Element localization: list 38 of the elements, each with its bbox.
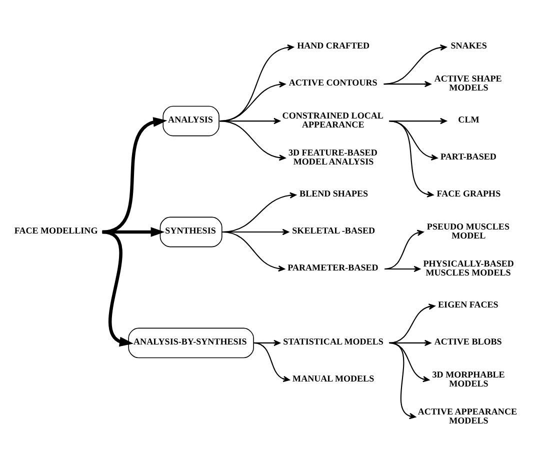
node-text: STATISTICAL MODELS <box>283 336 384 346</box>
node-text: PARAMETER-BASED <box>288 262 378 272</box>
node-text: SKELETAL -BASED <box>292 225 376 236</box>
node-text: CLM <box>458 114 480 125</box>
arrow <box>384 230 424 270</box>
node-text: ACTIVE CONTOURS <box>288 78 378 88</box>
node-text: SNAKES <box>450 40 487 51</box>
node-box: ANALYSIS-BY-SYNTHESIS <box>128 328 254 358</box>
node-text: FACE GRAPHS <box>436 188 501 198</box>
node-text: EIGEN FACES <box>438 299 498 310</box>
node-text: ACTIVE APPEARANCE MODELS <box>418 406 518 426</box>
node-text: PART-BASED <box>440 152 496 162</box>
arrow <box>102 230 134 347</box>
node-text: PSEUDO MUSCLES MODEL <box>426 221 510 240</box>
arrow <box>253 342 290 382</box>
arrow <box>384 44 447 85</box>
node-text: HAND CRAFTED <box>297 40 370 51</box>
arrow <box>389 342 416 420</box>
arrow <box>220 120 286 161</box>
node-box: ANALYSIS <box>162 106 220 136</box>
arrow <box>389 120 434 198</box>
arrow <box>384 80 432 88</box>
node-text: ACTIVE BLOBS <box>434 336 502 346</box>
node-text: 3D FEATURE-BASED MODEL ANALYSIS <box>288 147 378 166</box>
node-text: CONSTRAINED LOCAL APPEARANCE <box>282 110 384 130</box>
node-text: FACE MODELLING <box>14 225 98 236</box>
node-text: PHYSICALLY-BASED MUSCLES MODELS <box>423 258 514 278</box>
node-box: SYNTHESIS <box>160 216 222 248</box>
node-text: BLEND SHAPES <box>300 188 368 198</box>
arrow <box>384 266 420 272</box>
arrow <box>389 120 438 160</box>
arrow <box>389 304 436 344</box>
node-text: MANUAL MODELS <box>292 373 374 384</box>
arrow <box>254 340 280 346</box>
node-text: 3D MORPHABLE MODELS <box>432 369 505 388</box>
arrow <box>102 117 168 234</box>
node-text: ACTIVE SHAPE MODELS <box>434 73 502 92</box>
arrow <box>222 231 285 272</box>
